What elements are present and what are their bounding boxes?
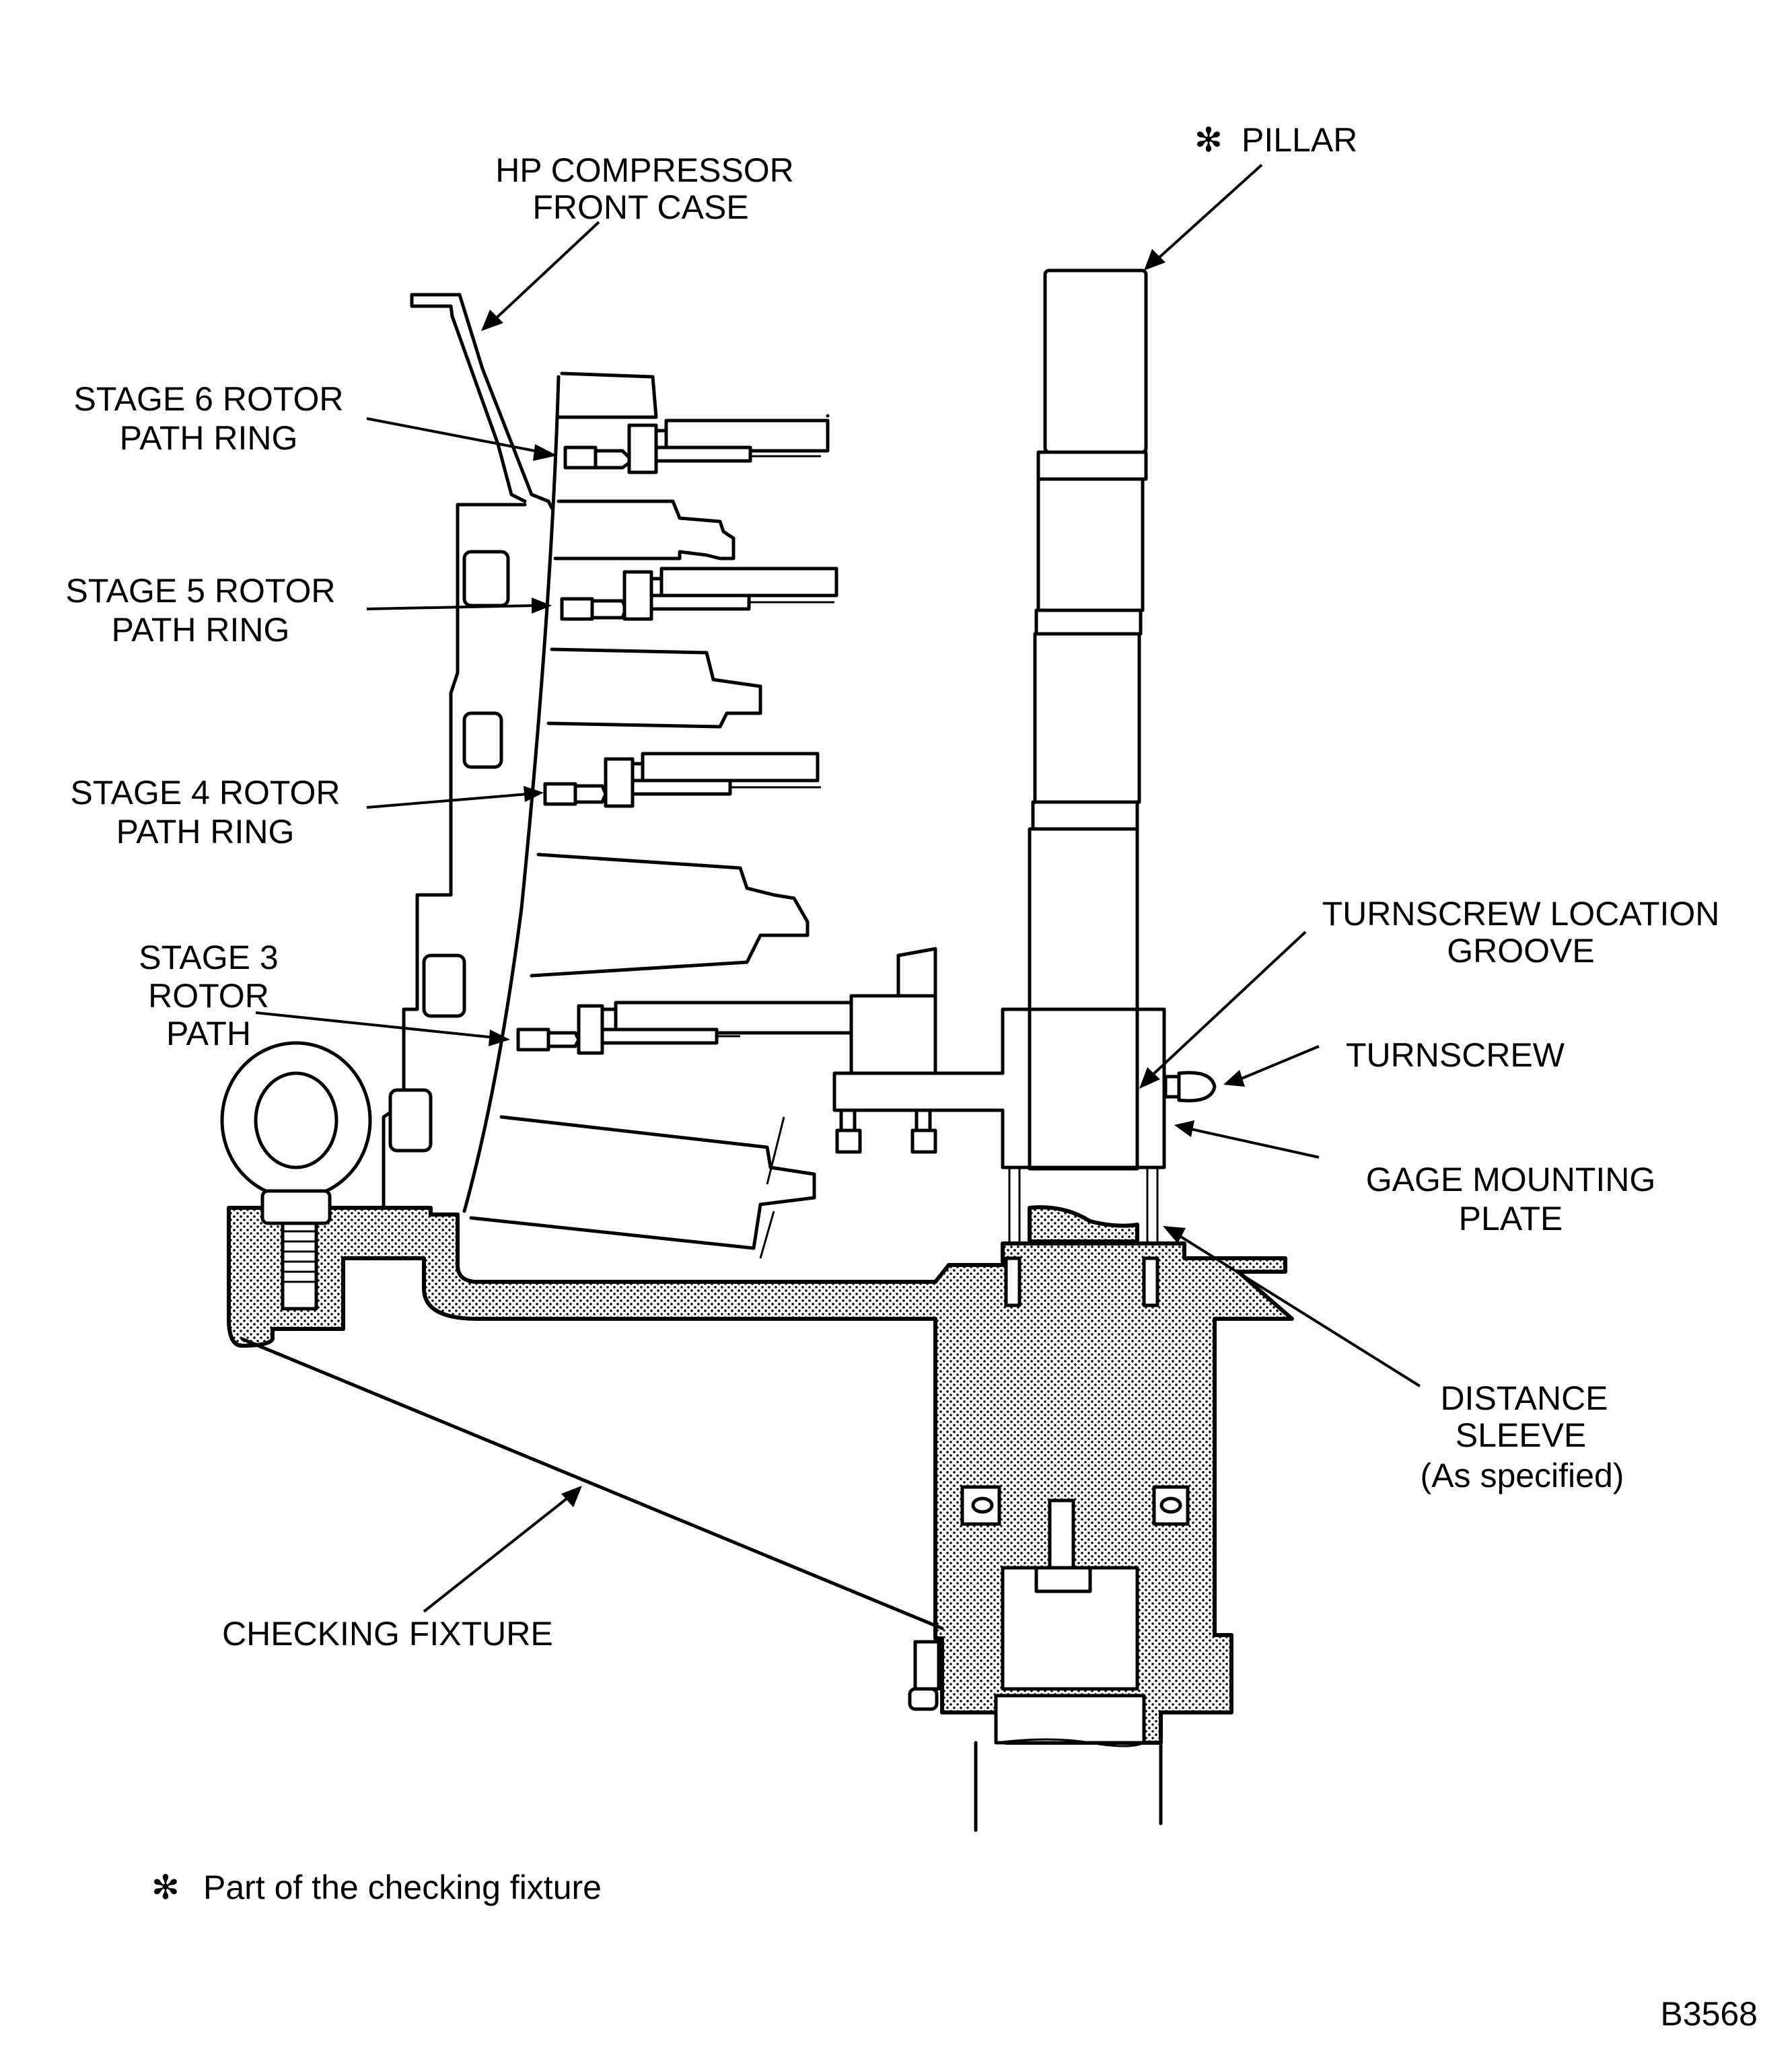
bearing (1152, 1485, 1190, 1526)
pillar-segment (1034, 608, 1143, 636)
figure-id: B3568 (1660, 1995, 1758, 2033)
turnscrew-label: TURNSCREW (1346, 1036, 1565, 1074)
stage3-label-line2: ROTOR (148, 977, 269, 1015)
pillar-segment (1033, 632, 1141, 804)
hp-compressor-label-line2: FRONT CASE (532, 188, 748, 226)
label-stage4: STAGE 4 ROTOR PATH RING (70, 774, 340, 851)
footnote-text: Part of the checking fixture (203, 1869, 602, 1906)
label-hp-compressor: HP COMPRESSOR FRONT CASE (495, 151, 794, 226)
pillar-segment (1031, 800, 1139, 831)
label-stage5: STAGE 5 ROTOR PATH RING (65, 572, 335, 649)
label-pillar: ✻ PILLAR (1194, 121, 1357, 159)
label-stage3: STAGE 3 ROTOR PATH (139, 939, 278, 1052)
label-distance-sleeve: DISTANCE SLEEVE (As specified) (1421, 1379, 1624, 1494)
pillar-segment (1036, 477, 1145, 612)
pillar (1028, 268, 1148, 1171)
turnscrew-groove-label-line2: GROOVE (1447, 932, 1594, 970)
bearing (960, 1485, 1001, 1526)
gage-mounting-plate (832, 1007, 1166, 1169)
pillar-segment (1036, 450, 1148, 481)
eyebolt-thread (283, 1230, 316, 1283)
stage6-label-line1: STAGE 6 ROTOR (73, 380, 343, 418)
stage5-label-line1: STAGE 5 ROTOR (65, 572, 335, 610)
turnscrew (1163, 1071, 1217, 1103)
checking-fixture-label: CHECKING FIXTURE (222, 1615, 553, 1653)
distance-sleeve (1008, 1167, 1159, 1243)
stage4-label-line2: PATH RING (116, 813, 295, 851)
fixture-strut (240, 1337, 944, 1630)
distance-sleeve-label-line1: DISTANCE (1440, 1379, 1608, 1417)
label-stage6: STAGE 6 ROTOR PATH RING (73, 380, 343, 457)
distance-sleeve-label-line2: SLEEVE (1456, 1416, 1587, 1454)
hp-compressor-label-line1: HP COMPRESSOR (495, 151, 794, 189)
gauge-stage5 (560, 567, 838, 621)
label-checking-fixture: CHECKING FIXTURE (222, 1615, 553, 1653)
stage4-label-line1: STAGE 4 ROTOR (70, 774, 340, 811)
label-turnscrew-groove: TURNSCREW LOCATION GROOVE (1322, 895, 1720, 970)
distance-sleeve-label-line3: (As specified) (1421, 1457, 1624, 1494)
leader-lines (255, 164, 1421, 1613)
asterisk-icon: ✻ (1194, 121, 1223, 159)
gauge-stage3 (516, 947, 937, 1075)
stage3-label-line3: PATH (166, 1015, 251, 1052)
stage6-label-line2: PATH RING (120, 419, 298, 457)
stage3-label-line1: STAGE 3 (139, 939, 278, 976)
label-gage-plate: GAGE MOUNTING PLATE (1366, 1161, 1656, 1237)
footnote: ✻ Part of the checking fixture (151, 1869, 602, 1906)
stage5-label-line2: PATH RING (112, 611, 290, 649)
gage-plate-label-line2: PLATE (1459, 1200, 1563, 1237)
checking-fixture-base (227, 1206, 1294, 1832)
hp-compressor-front-case (382, 293, 816, 1259)
eyebolt (220, 1041, 372, 1225)
label-turnscrew: TURNSCREW (1346, 1036, 1565, 1074)
pillar-segment (1043, 268, 1148, 454)
gage-plate-label-line1: GAGE MOUNTING (1366, 1161, 1656, 1198)
pillar-label: PILLAR (1242, 121, 1357, 159)
asterisk-icon: ✻ (151, 1869, 180, 1906)
turnscrew-groove-label-line1: TURNSCREW LOCATION (1322, 895, 1720, 933)
gauge-stage6 (563, 414, 830, 474)
gauge-stage4 (543, 752, 821, 808)
